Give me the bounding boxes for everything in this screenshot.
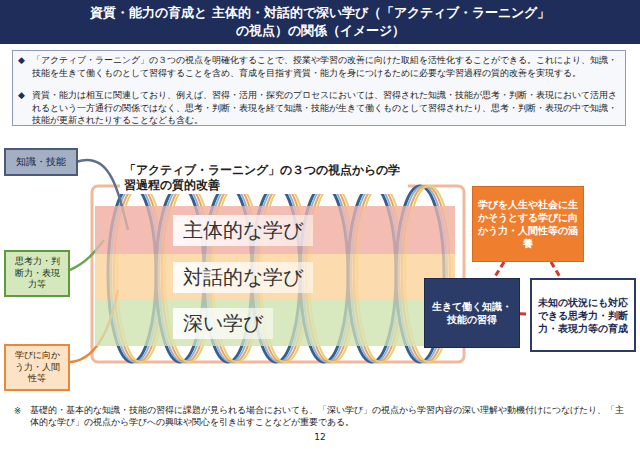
spiral-caption: 「アクティブ・ラーニング」の３つの視点からの学習過程の質的改善 bbox=[120, 162, 408, 194]
bullet-mark: ※ bbox=[14, 406, 26, 417]
box-text: 学びに向かう力・人間性等 bbox=[11, 350, 63, 385]
link-line bbox=[551, 262, 561, 278]
ability-box: 知識・技能 bbox=[4, 148, 78, 176]
note-text: 「アクティブ・ラーニング」の３つの視点を明確化することで、授業や学習の改善に向け… bbox=[32, 54, 620, 79]
box-text: 知識・技能 bbox=[16, 156, 66, 168]
ability-box: 未知の状況にも対応できる思考力・判断力・表現力等の育成 bbox=[530, 278, 636, 352]
band-title: 主体的な学び bbox=[173, 215, 313, 246]
box-text: 生きて働く知識・技能の習得 bbox=[430, 300, 514, 326]
spiral-ribbon bbox=[92, 186, 464, 362]
bullet-mark: ◆ bbox=[18, 90, 30, 102]
box-text: 未知の状況にも対応できる思考力・判断力・表現力等の育成 bbox=[537, 296, 629, 335]
band-ground bbox=[95, 254, 455, 300]
box-text: 思考力・判断力・表現力等 bbox=[11, 256, 63, 291]
ability-box: 思考力・判断力・表現力等 bbox=[4, 250, 70, 297]
viewpoint-band: 深い学び bbox=[95, 300, 455, 346]
viewpoint-band: 主体的な学び bbox=[95, 206, 455, 254]
band-ground bbox=[95, 206, 455, 254]
bullet-mark: ◆ bbox=[18, 55, 30, 67]
ability-box: 生きて働く知識・技能の習得 bbox=[424, 278, 520, 348]
band-title: 深い学び bbox=[173, 308, 273, 339]
ability-box: 学びに向かう力・人間性等 bbox=[4, 344, 70, 391]
box-text: 学びを人生や社会に生かそうとする学びに向かう力・人間性等の涵養 bbox=[478, 198, 578, 250]
ability-box: 学びを人生や社会に生かそうとする学びに向かう力・人間性等の涵養 bbox=[472, 186, 584, 262]
band-title: 対話的な学び bbox=[173, 262, 313, 293]
page-number: 12 bbox=[300, 432, 340, 444]
band-ground bbox=[95, 300, 455, 346]
slide-title: 資質・能力の育成と 主体的・対話的で深い学び（「アクティブ・ラーニング」の視点）… bbox=[90, 4, 550, 40]
note-text: 基礎的・基本的な知識・技能の習得に課題が見られる場合においても、「深い学び」の視… bbox=[30, 405, 626, 428]
note-text: 資質・能力は相互に関連しており、例えば、習得・活用・探究のプロセスにおいては、習… bbox=[32, 89, 620, 127]
viewpoint-band: 対話的な学び bbox=[95, 254, 455, 300]
link-line bbox=[494, 262, 504, 278]
link-line bbox=[520, 312, 530, 315]
